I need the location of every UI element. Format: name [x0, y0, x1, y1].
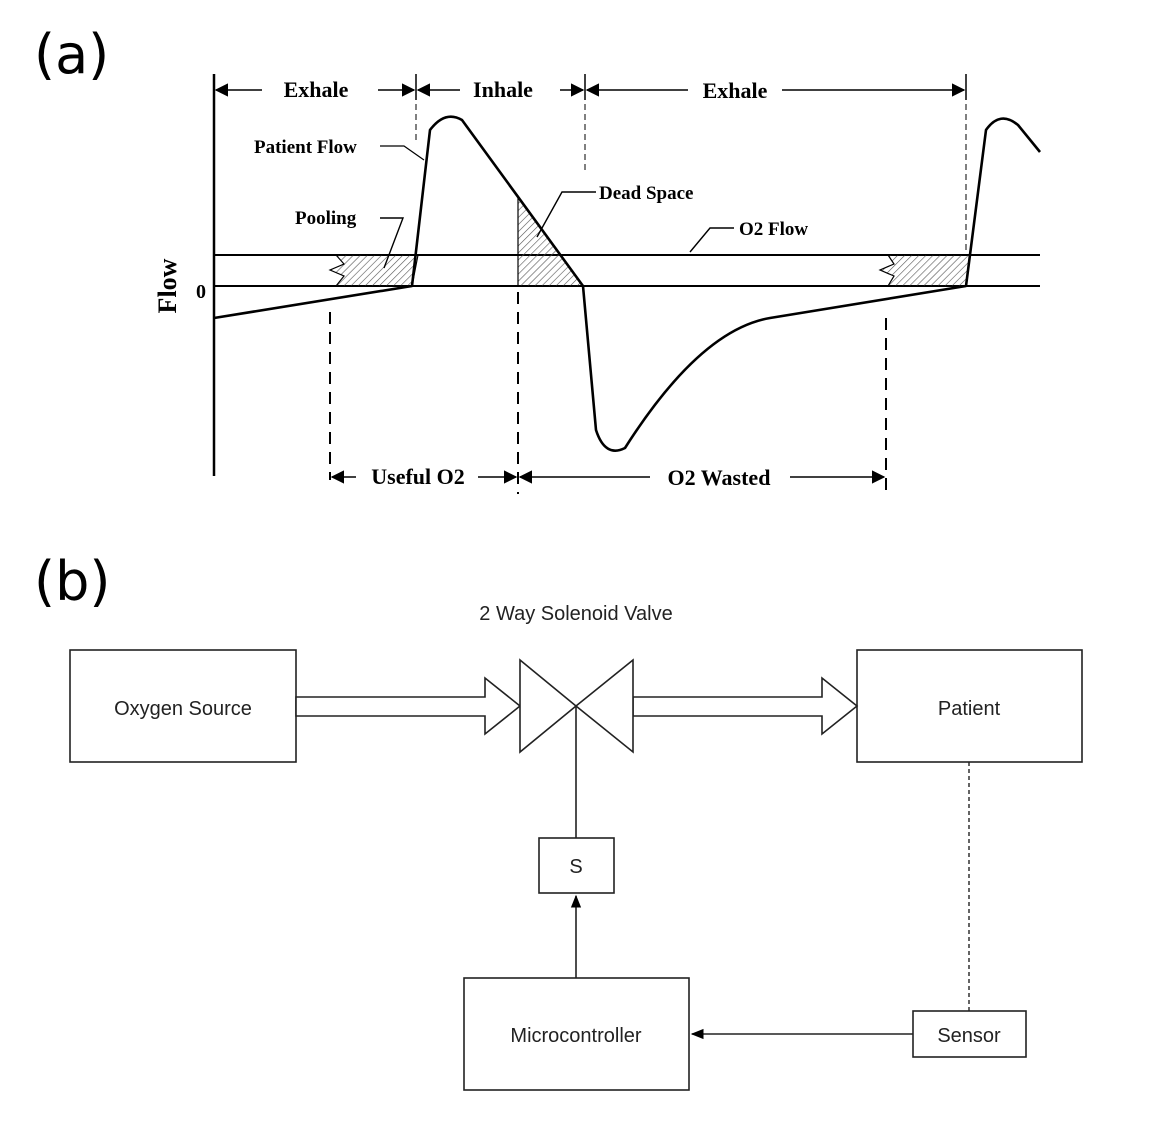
valve-label: 2 Way Solenoid Valve [479, 603, 672, 625]
sensor-block [912, 1010, 1027, 1058]
sensor-label: Sensor [937, 1025, 1001, 1047]
pooling-area-2 [878, 254, 971, 287]
o2-wasted-label: O2 Wasted [668, 465, 771, 490]
microcontroller-label: Microcontroller [510, 1025, 641, 1047]
o2-flow-leader [689, 227, 734, 253]
panel-a-label: (a) [34, 23, 110, 86]
solenoid-label: S [569, 856, 582, 878]
panel-b-block-diagram: 2 Way Solenoid Valve Oxygen Source Patie… [69, 603, 1083, 1091]
panel-b-label: (b) [34, 550, 111, 613]
patient-flow-curve [213, 115, 1042, 452]
patient-label: Patient [938, 698, 1001, 720]
dead-space-label: Dead Space [599, 183, 693, 204]
solenoid-block [538, 837, 615, 894]
y-axis-label: Flow [153, 258, 182, 313]
phase-label-exhale-1: Exhale [284, 77, 349, 102]
oxygen-source-block [69, 649, 297, 763]
oxygen-flow-arrow-out [632, 676, 859, 736]
oxygen-source-label: Oxygen Source [114, 698, 252, 720]
o2-flow-label: O2 Flow [739, 219, 808, 240]
panel-a-flow-chart: Exhale Inhale Exhale Flow 0 Patient Flow… [153, 74, 1042, 494]
pooling-leader [380, 217, 405, 269]
microcontroller-block [463, 977, 690, 1091]
pooling-label: Pooling [295, 208, 357, 229]
y-axis-zero-label: 0 [196, 281, 206, 303]
pooling-area-1 [328, 254, 419, 287]
phase-label-exhale-2: Exhale [703, 78, 768, 103]
phase-label-inhale: Inhale [473, 77, 533, 102]
useful-o2-label: Useful O2 [371, 464, 465, 489]
patient-flow-leader [380, 145, 425, 161]
dead-space-leader [536, 191, 596, 238]
patient-flow-label: Patient Flow [254, 137, 357, 158]
oxygen-flow-arrow-in [295, 676, 522, 736]
